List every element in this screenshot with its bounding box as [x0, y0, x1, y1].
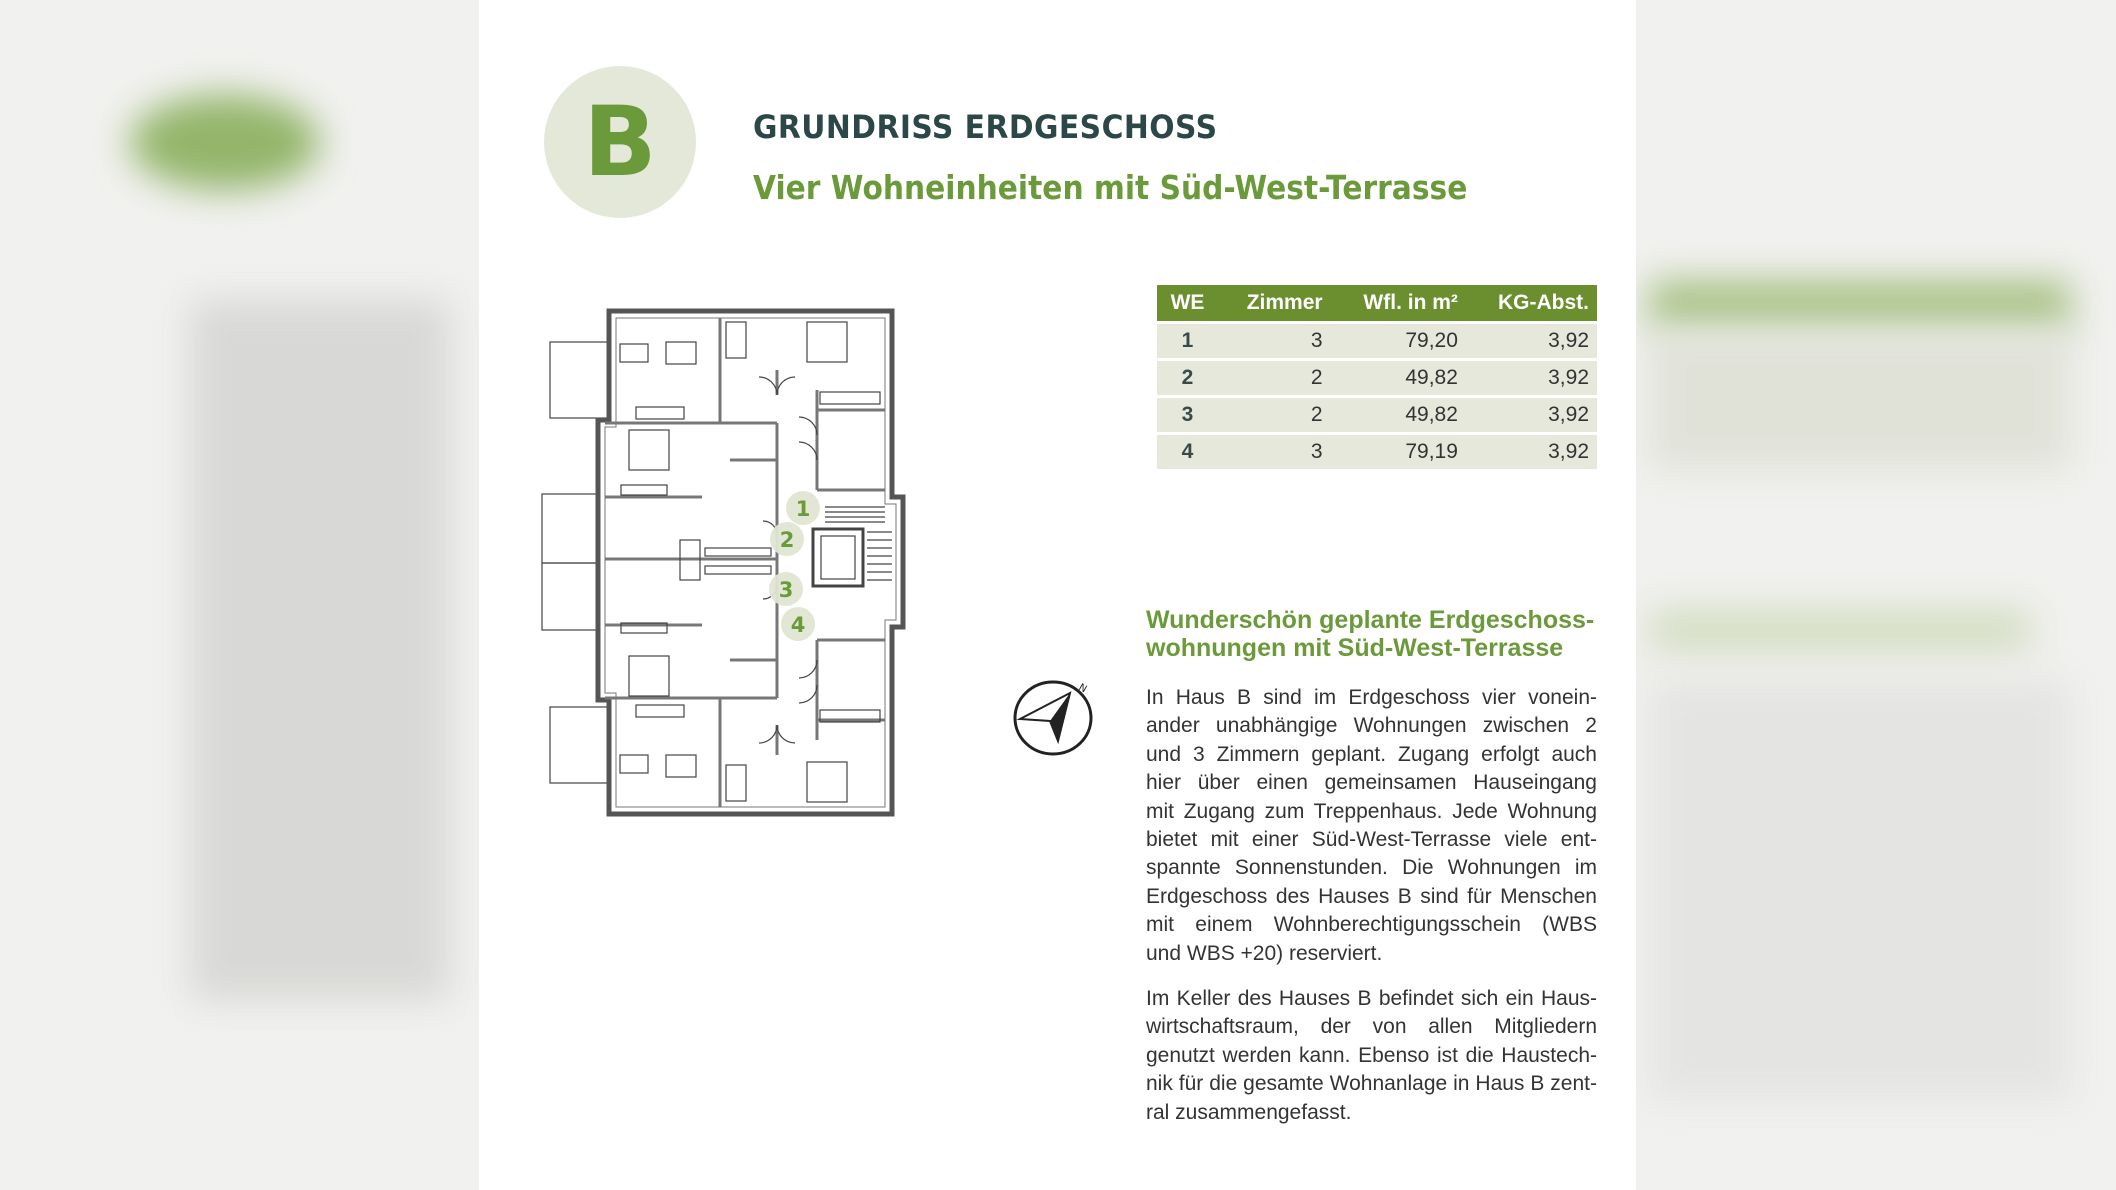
interior-wall: [605, 318, 885, 807]
cell-share: 3,92: [1465, 321, 1597, 360]
unit-marker-2: 2: [770, 522, 804, 556]
text-line: spannte Sonnenstunden. Die Wohnungen im: [1146, 856, 1597, 880]
text-line: mit einem Wohnberechtigungsschein (WBS: [1146, 913, 1597, 937]
cell-we: 2: [1157, 358, 1219, 397]
page-subtitle: Vier Wohneinheiten mit Süd-West-Terrasse: [753, 168, 1468, 207]
text-line: genutzt werden kann. Ebenso ist die Haus…: [1146, 1043, 1597, 1067]
cell-area: 49,82: [1330, 395, 1466, 434]
column-header: WE: [1157, 285, 1219, 323]
unit-marker-4: 4: [781, 607, 815, 641]
stairs: [825, 506, 892, 581]
text-line: Im Keller des Hauses B befindet sich ein…: [1146, 987, 1597, 1010]
terrace: [541, 562, 599, 631]
cell-share: 3,92: [1465, 358, 1597, 397]
unit-marker-label: 2: [780, 528, 795, 552]
units-table: WE Zimmer Wfl. in m² KG-Abst. 1 3 79,20 …: [1157, 285, 1597, 469]
table-row: 3 2 49,82 3,92: [1157, 395, 1597, 434]
table-row: 4 3 79,19 3,92: [1157, 432, 1597, 469]
text-line: wirtschaftsraum, der von allen Mitgliede…: [1146, 1015, 1597, 1039]
compass-icon: N: [1013, 680, 1093, 756]
unit-marker-1: 1: [786, 491, 820, 525]
cell-we: 3: [1157, 395, 1219, 434]
cell-area: 79,19: [1330, 432, 1466, 469]
unit-marker-3: 3: [769, 572, 803, 606]
document-page: [479, 0, 1636, 1190]
unit-marker-label: 3: [779, 578, 794, 602]
stairwell: [811, 527, 865, 588]
heading-line: Wunderschön geplante Erdgeschoss-: [1146, 606, 1595, 634]
text-line: und WBS +20) reserviert.: [1146, 941, 1383, 965]
blurred-background-plan: [190, 300, 450, 1000]
text-line: und 3 Zimmern geplant. Zugang erfolgt au…: [1146, 742, 1597, 766]
cell-area: 49,82: [1330, 358, 1466, 397]
heading-line: wohnungen mit Süd-West-Terrasse: [1146, 634, 1564, 662]
outer-wall: [595, 308, 906, 817]
page-title: GRUNDRISS ERDGESCHOSS: [753, 108, 1218, 146]
blurred-background-text: [1650, 680, 2070, 1100]
blurred-background-table-rows: [1650, 330, 2070, 470]
blurred-background-table: [1650, 280, 2070, 330]
house-letter: B: [583, 86, 657, 198]
blurred-background-heading: [1650, 610, 2030, 650]
paragraph-1: In Haus B sind im Erdgeschoss vier vonei…: [1146, 684, 1597, 968]
text-line: ander unabhängige Wohnungen zwischen 2: [1146, 714, 1597, 738]
terrace: [549, 341, 610, 419]
cell-rooms: 3: [1218, 321, 1331, 360]
column-header: Wfl. in m²: [1330, 285, 1466, 323]
cell-share: 3,92: [1465, 395, 1597, 434]
cell-rooms: 2: [1218, 358, 1331, 397]
terrace: [549, 706, 610, 784]
text-line: bietet mit einer Süd-West-Terrasse viele…: [1146, 828, 1597, 852]
table-header-row: WE Zimmer Wfl. in m² KG-Abst.: [1157, 285, 1597, 323]
floor-plan: 1 2 3 4: [541, 308, 906, 817]
text-line: Erdgeschoss des Hauses B sind für Mensch…: [1146, 884, 1597, 908]
text-line: nik für die gesamte Wohnanlage in Haus B…: [1146, 1072, 1597, 1096]
column-header: KG-Abst.: [1465, 285, 1597, 323]
section-heading: Wunderschön geplante Erdgeschoss- wohnun…: [1146, 606, 1606, 662]
unit-marker-label: 4: [791, 613, 806, 637]
cell-area: 79,20: [1330, 321, 1466, 360]
cell-rooms: 3: [1218, 432, 1331, 469]
compass-north-label: N: [1077, 682, 1089, 695]
unit-marker-label: 1: [796, 497, 811, 521]
text-line: hier über einen gemeinsamen Hauseingang: [1146, 771, 1597, 795]
cell-we: 1: [1157, 321, 1219, 360]
column-header: Zimmer: [1218, 285, 1331, 323]
cell-we: 4: [1157, 432, 1219, 469]
cell-share: 3,92: [1465, 432, 1597, 469]
table-row: 2 2 49,82 3,92: [1157, 358, 1597, 397]
text-line: mit Zugang zum Treppenhaus. Jede Wohnung: [1146, 799, 1597, 823]
house-badge: B: [544, 66, 696, 218]
cell-rooms: 2: [1218, 395, 1331, 434]
table-row: 1 3 79,20 3,92: [1157, 321, 1597, 360]
text-line: ral zusammengefasst.: [1146, 1100, 1352, 1124]
unit-markers: 1 2 3 4: [769, 491, 820, 641]
terrace: [541, 493, 599, 564]
blurred-background-badge: [130, 95, 320, 190]
paragraph-2: Im Keller des Hauses B befindet sich ein…: [1146, 985, 1597, 1127]
text-line: In Haus B sind im Erdgeschoss vier vonei…: [1146, 686, 1597, 709]
